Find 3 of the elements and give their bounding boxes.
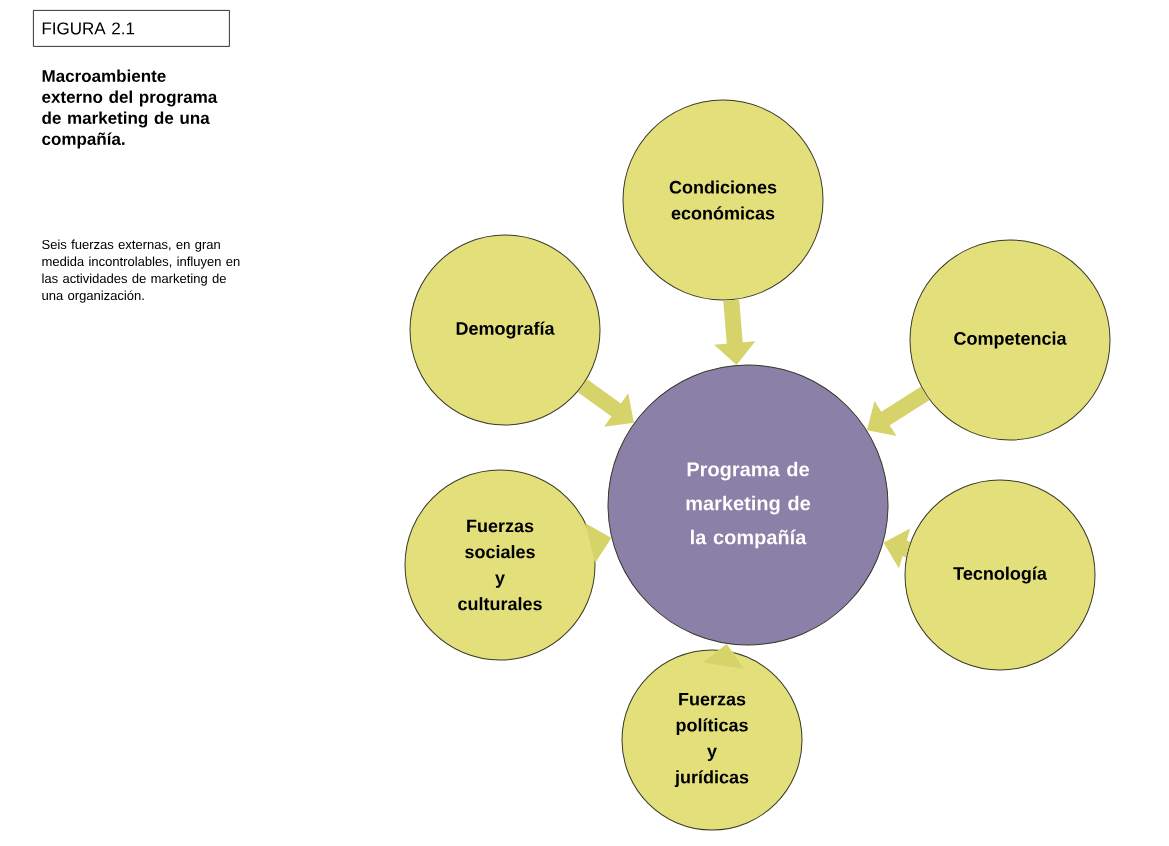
figure-caption: Seis fuerzas externas, en gran medida incontrolables, influyen en las actividades de marketing de una organización. [42, 239, 240, 303]
figure-number-box: FIGURA 2.1 [33, 10, 230, 47]
figure-title: Macroambiente externo del programa de marketing de una compañía. [42, 69, 218, 149]
